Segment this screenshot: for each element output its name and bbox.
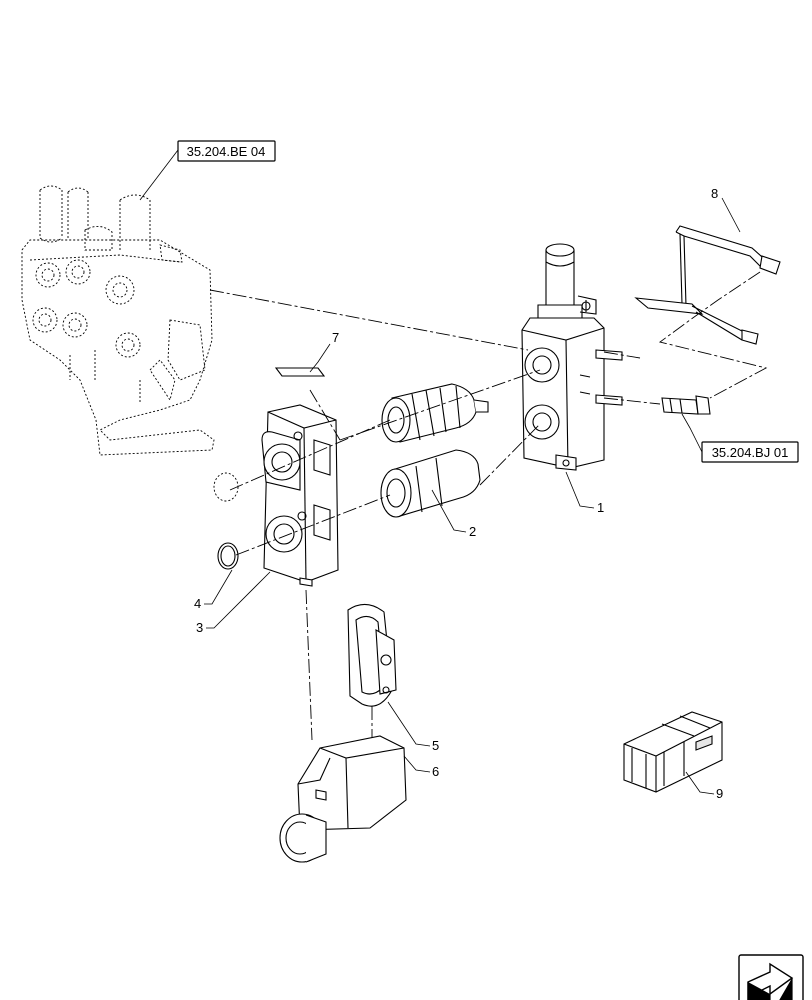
leader-lines (139, 149, 741, 795)
dust-cap-part-5 (347, 603, 397, 707)
o-rings-part-4 (213, 472, 239, 570)
callout-5: 5 (432, 738, 439, 753)
arrow-right-box-icon[interactable] (738, 954, 804, 1000)
gasket-part-7 (274, 367, 326, 377)
reference-label-be: 35.204.BE 04 (187, 144, 266, 159)
assembly-center-lines (209, 271, 768, 741)
valve-section-part-1 (521, 243, 623, 471)
callout-3: 3 (196, 620, 203, 635)
callout-6: 6 (432, 764, 439, 779)
reference-box-35-204-bj-01[interactable]: 35.204.BJ 01 (701, 441, 799, 463)
accessory-kit-crate-part-9 (623, 711, 723, 793)
callout-1: 1 (597, 500, 604, 515)
callout-2: 2 (469, 524, 476, 539)
adapter-part-6 (279, 735, 407, 863)
callout-4: 4 (194, 596, 201, 611)
callout-9: 9 (716, 786, 723, 801)
adapter-block-part-3 (261, 404, 339, 587)
elbow-fitting (661, 395, 711, 415)
callout-8: 8 (711, 186, 718, 201)
reference-label-bj: 35.204.BJ 01 (712, 445, 789, 460)
callout-7: 7 (332, 330, 339, 345)
quick-coupler-lower-part-2 (380, 449, 481, 518)
reference-box-35-204-be-04[interactable]: 35.204.BE 04 (177, 140, 276, 162)
reference-valve-assembly-ghost (21, 185, 215, 456)
quick-coupler-upper (381, 383, 489, 443)
pipe-part-8 (634, 225, 781, 345)
